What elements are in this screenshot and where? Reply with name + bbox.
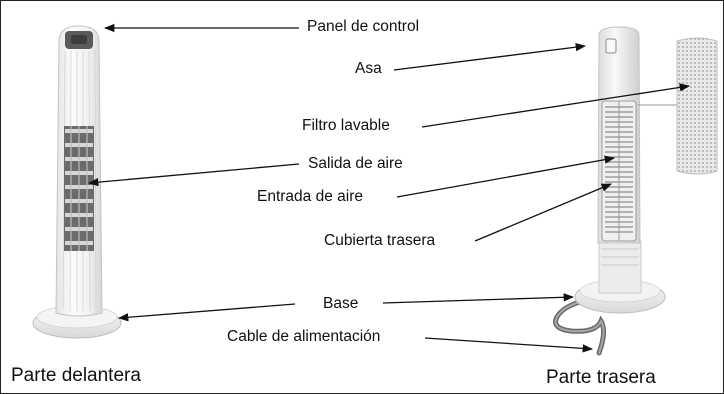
label-rear-cover: Cubierta trasera (324, 232, 436, 249)
label-handle: Asa (355, 60, 382, 77)
washable-filter (676, 37, 718, 175)
label-washable-filter: Filtro lavable (302, 117, 390, 134)
label-base: Base (323, 295, 359, 312)
label-air-inlet: Entrada de aire (257, 188, 363, 205)
caption-rear: Parte trasera (546, 367, 656, 388)
rear-cover-grille (601, 100, 637, 242)
caption-front: Parte delantera (11, 365, 141, 386)
front-fan (32, 25, 122, 339)
air-outlet-grille (64, 126, 94, 251)
label-air-outlet: Salida de aire (308, 155, 403, 172)
rear-fan (553, 26, 677, 356)
label-control-panel: Panel de control (307, 18, 420, 35)
handle (605, 38, 617, 54)
callout-arrows (87, 23, 691, 353)
label-power-cable: Cable de alimentación (227, 328, 381, 345)
